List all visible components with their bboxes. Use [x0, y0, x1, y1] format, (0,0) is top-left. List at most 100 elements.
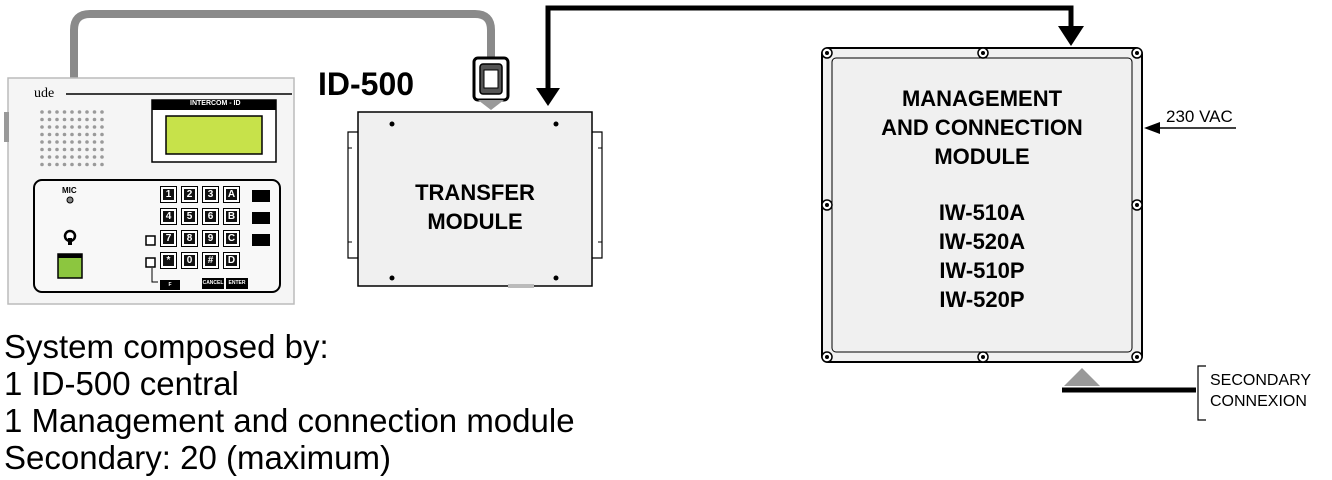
db-connector — [472, 56, 510, 110]
transfer-module-box — [347, 111, 603, 288]
speaker-hole — [77, 132, 82, 137]
secondary-line-1: SECONDARY — [1210, 372, 1312, 389]
caption-line-1: System composed by: — [4, 328, 329, 365]
speaker-hole — [62, 110, 67, 114]
keypad-key: 0 — [181, 252, 198, 269]
speaker-hole — [62, 147, 67, 152]
screw-center — [1135, 51, 1139, 55]
speaker-hole — [77, 162, 82, 167]
speaker-hole — [40, 140, 44, 144]
speaker-hole — [47, 147, 52, 152]
speaker-hole — [77, 147, 82, 152]
speaker-hole — [92, 147, 97, 152]
speaker-hole — [47, 117, 52, 122]
speaker-hole — [62, 132, 67, 137]
speaker-hole — [77, 140, 82, 144]
keypad-key-label: 7 — [163, 233, 174, 244]
keypad-key: 5 — [181, 208, 198, 225]
speaker-hole — [62, 117, 67, 122]
speaker-hole — [40, 117, 44, 122]
speaker-hole — [85, 125, 89, 129]
speaker-hole — [47, 132, 52, 137]
speaker-hole — [70, 132, 74, 137]
speaker-hole — [55, 162, 59, 167]
speaker-hole — [77, 117, 82, 122]
speaker-hole — [100, 117, 104, 122]
keypad-key: 9 — [202, 230, 219, 247]
keypad-key-label: C — [226, 233, 237, 244]
function-key-label: ENTER — [228, 280, 246, 286]
keypad-key-label: B — [226, 211, 237, 222]
speaker-hole — [85, 117, 89, 122]
screw-center — [825, 355, 829, 359]
keypad-key: 8 — [181, 230, 198, 247]
mgmt-title-1: MANAGEMENT — [901, 86, 1063, 111]
id500-unit — [4, 77, 295, 305]
speaker-hole — [55, 140, 59, 144]
keypad-key-label: 5 — [184, 211, 195, 222]
speaker-hole — [85, 140, 89, 144]
speaker-hole — [47, 125, 52, 129]
speaker-hole — [70, 140, 74, 144]
display-label: INTERCOM - ID — [190, 100, 241, 107]
screw-center — [1135, 203, 1139, 207]
speaker-hole — [85, 147, 89, 152]
speaker-hole — [92, 117, 97, 122]
mgmt-title-2: AND CONNECTION — [881, 115, 1083, 140]
secondary-line-2: CONNEXION — [1210, 393, 1307, 410]
transfer-module-label: TRANSFER MODULE — [358, 178, 592, 236]
arrow-down-management — [1058, 26, 1084, 46]
model-4: IW-520P — [939, 287, 1025, 312]
speaker-hole — [100, 132, 104, 137]
speaker-hole — [92, 110, 97, 114]
speaker-hole — [85, 155, 89, 159]
speaker-hole — [85, 110, 89, 114]
keypad-key-label: 4 — [163, 211, 174, 222]
arrow-down-transfer — [536, 88, 560, 106]
screw-center — [825, 51, 829, 55]
keypad-key: D — [223, 252, 240, 269]
function-key-label: CANCEL — [202, 280, 224, 286]
function-key-label: F — [168, 282, 172, 288]
speaker-hole — [92, 155, 97, 159]
caption-line-4: Secondary: 20 (maximum) — [4, 439, 391, 476]
model-3: IW-510P — [939, 258, 1025, 283]
speaker-hole — [47, 110, 52, 114]
speaker-hole — [77, 110, 82, 114]
speaker-hole — [47, 155, 52, 159]
speaker-hole — [40, 132, 44, 137]
screw-center — [825, 203, 829, 207]
speaker-hole — [40, 162, 44, 167]
speaker-hole — [92, 125, 97, 129]
speaker-hole — [100, 147, 104, 152]
keypad-key: * — [160, 252, 177, 269]
speaker-hole — [40, 155, 44, 159]
speaker-hole — [85, 132, 89, 137]
speaker-hole — [47, 140, 52, 144]
keypad-key: 7 — [160, 230, 177, 247]
speaker-hole — [55, 155, 59, 159]
power-arrow — [1144, 122, 1160, 134]
screw-center — [981, 51, 985, 55]
keypad-key-label: 3 — [205, 189, 216, 200]
keypad-key: # — [202, 252, 219, 269]
speaker-hole — [47, 162, 52, 167]
speaker-hole — [62, 140, 67, 144]
speaker-hole — [70, 147, 74, 152]
model-1: IW-510A — [938, 200, 1026, 225]
speaker-hole — [40, 110, 44, 114]
brand-logo: ude — [34, 86, 55, 101]
screw-center — [1135, 355, 1139, 359]
keypad-key: 1 — [160, 186, 177, 203]
speaker-hole — [55, 125, 59, 129]
speaker-hole — [100, 125, 104, 129]
keypad-key: 6 — [202, 208, 219, 225]
speaker-hole — [62, 125, 67, 129]
power-label: 230 VAC — [1166, 107, 1233, 126]
secondary-label: SECONDARY CONNEXION — [1210, 370, 1311, 412]
keypad-key: B — [223, 208, 240, 225]
caption-line-2: 1 ID-500 central — [4, 365, 239, 402]
speaker-hole — [62, 155, 67, 159]
speaker-hole — [100, 162, 104, 167]
